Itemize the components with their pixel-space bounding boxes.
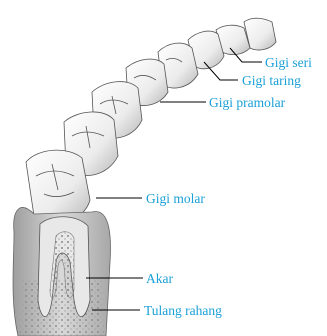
label-gigi-taring: Gigi taring xyxy=(242,74,301,88)
label-gigi-seri: Gigi seri xyxy=(265,56,312,70)
label-gigi-pramolar: Gigi pramolar xyxy=(209,96,285,110)
jaw-bone xyxy=(20,280,104,336)
label-tulang-rahang: Tulang rahang xyxy=(144,304,222,318)
tooth-cross-section xyxy=(13,208,110,336)
label-akar: Akar xyxy=(146,272,173,286)
molar-teeth xyxy=(26,82,142,223)
label-gigi-molar: Gigi molar xyxy=(146,192,205,206)
incisor-teeth xyxy=(216,18,276,54)
